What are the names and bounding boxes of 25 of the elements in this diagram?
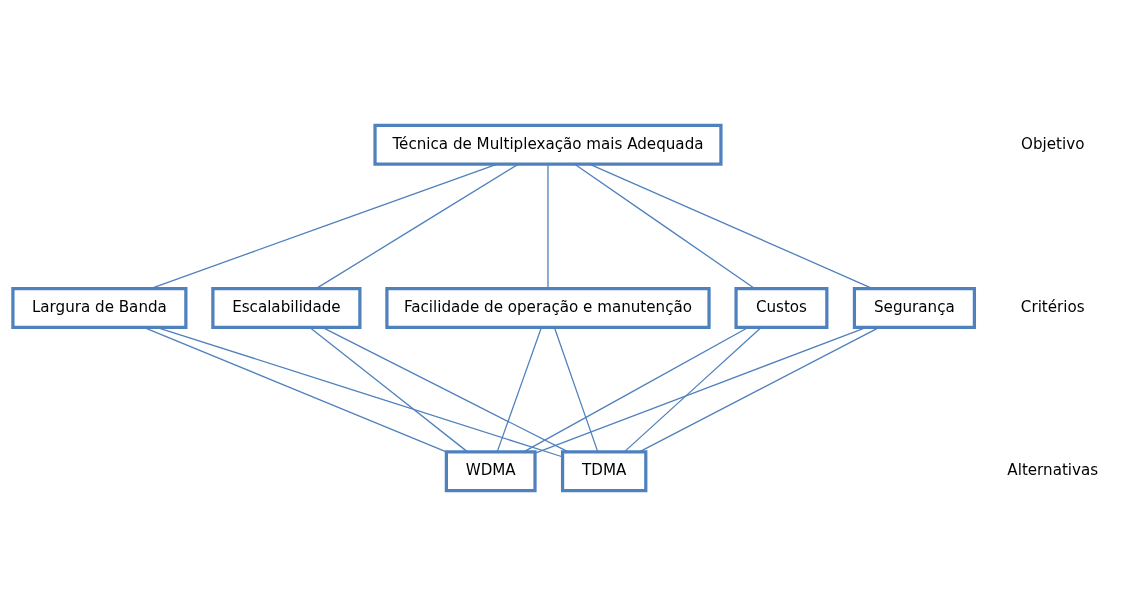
label: Objetivo [1021,134,1085,153]
connector [553,326,599,452]
node-box: Facilidade de operação e manutenção [385,286,711,329]
node-box: Segurança [852,286,976,329]
node-box: Custos [734,286,829,329]
connector [639,326,880,452]
connector [623,326,762,452]
node-box: WDMA [444,449,537,492]
connector [496,326,543,452]
label: Critérios [1020,297,1085,316]
connector [322,326,569,452]
label: Alternativas [1007,460,1099,479]
node-box: Escalabilidade [211,286,362,329]
connector [534,326,867,454]
node-box: Largura de Banda [11,286,188,329]
connector [315,163,519,289]
connector [547,163,549,289]
connector [574,163,756,289]
node-box: Técnica de Multiplexação mais Adequada [373,123,723,166]
connector [143,326,447,453]
connector [309,326,468,452]
connector [156,326,563,457]
connector [523,326,749,452]
connector [589,163,874,289]
node-box: TDMA [560,449,648,492]
